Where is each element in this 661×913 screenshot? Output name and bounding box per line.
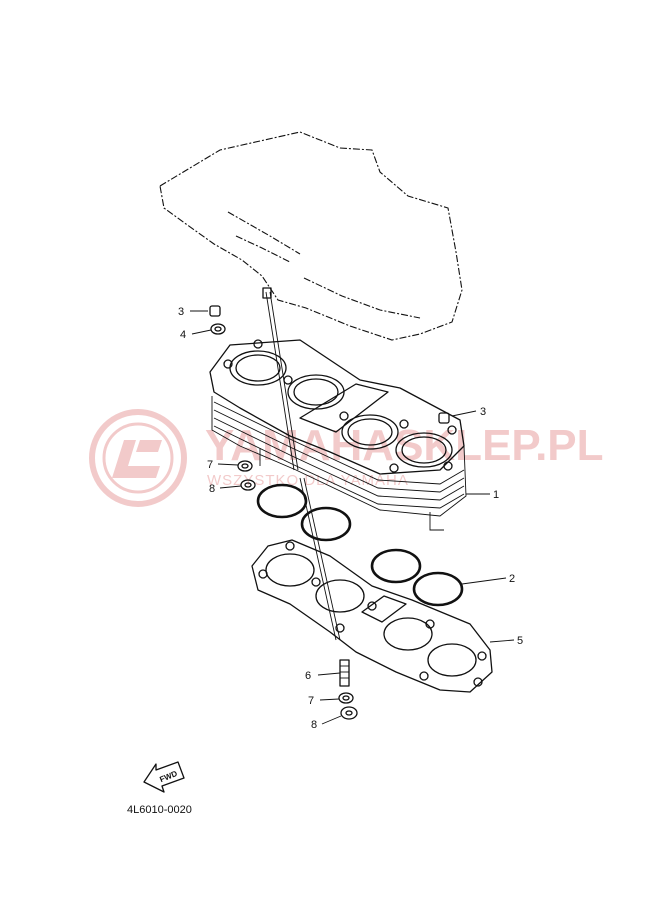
fastener-8-lower	[340, 706, 358, 720]
fastener-7-upper	[237, 460, 253, 472]
fwd-label: FWD	[158, 769, 178, 784]
callout-5: 5	[517, 635, 523, 647]
callout-7-lower: 7	[308, 695, 314, 707]
fastener-4	[210, 323, 226, 335]
callout-1: 1	[493, 489, 499, 501]
callout-3-right: 3	[480, 406, 486, 418]
callout-4: 4	[180, 329, 186, 341]
callout-2: 2	[509, 573, 515, 585]
watermark-tagline: WSZYSTKO DLA YAMAHA	[207, 472, 409, 489]
cylinder-gasket	[251, 539, 493, 693]
crankcase-outline	[159, 131, 463, 341]
fastener-3-top	[209, 305, 221, 317]
callout-8-upper: 8	[209, 483, 215, 495]
callout-3-top: 3	[178, 306, 184, 318]
fastener-3-right	[438, 412, 450, 424]
fastener-7-lower	[338, 692, 354, 704]
leader-lines	[190, 310, 515, 725]
callout-6: 6	[305, 670, 311, 682]
callouts: 3 4 3 7 8 1 2 5 6 7 8	[178, 306, 523, 731]
fastener-8-upper	[240, 479, 256, 491]
stud-6	[339, 659, 350, 687]
callout-8-lower: 8	[311, 719, 317, 731]
forward-arrow-icon: FWD	[143, 761, 185, 793]
part-code: 4L6010-0020	[127, 804, 192, 816]
callout-7-upper: 7	[207, 459, 213, 471]
cylinder-block	[209, 339, 467, 531]
watermark-logo-icon	[89, 409, 187, 507]
o-rings	[256, 483, 464, 607]
